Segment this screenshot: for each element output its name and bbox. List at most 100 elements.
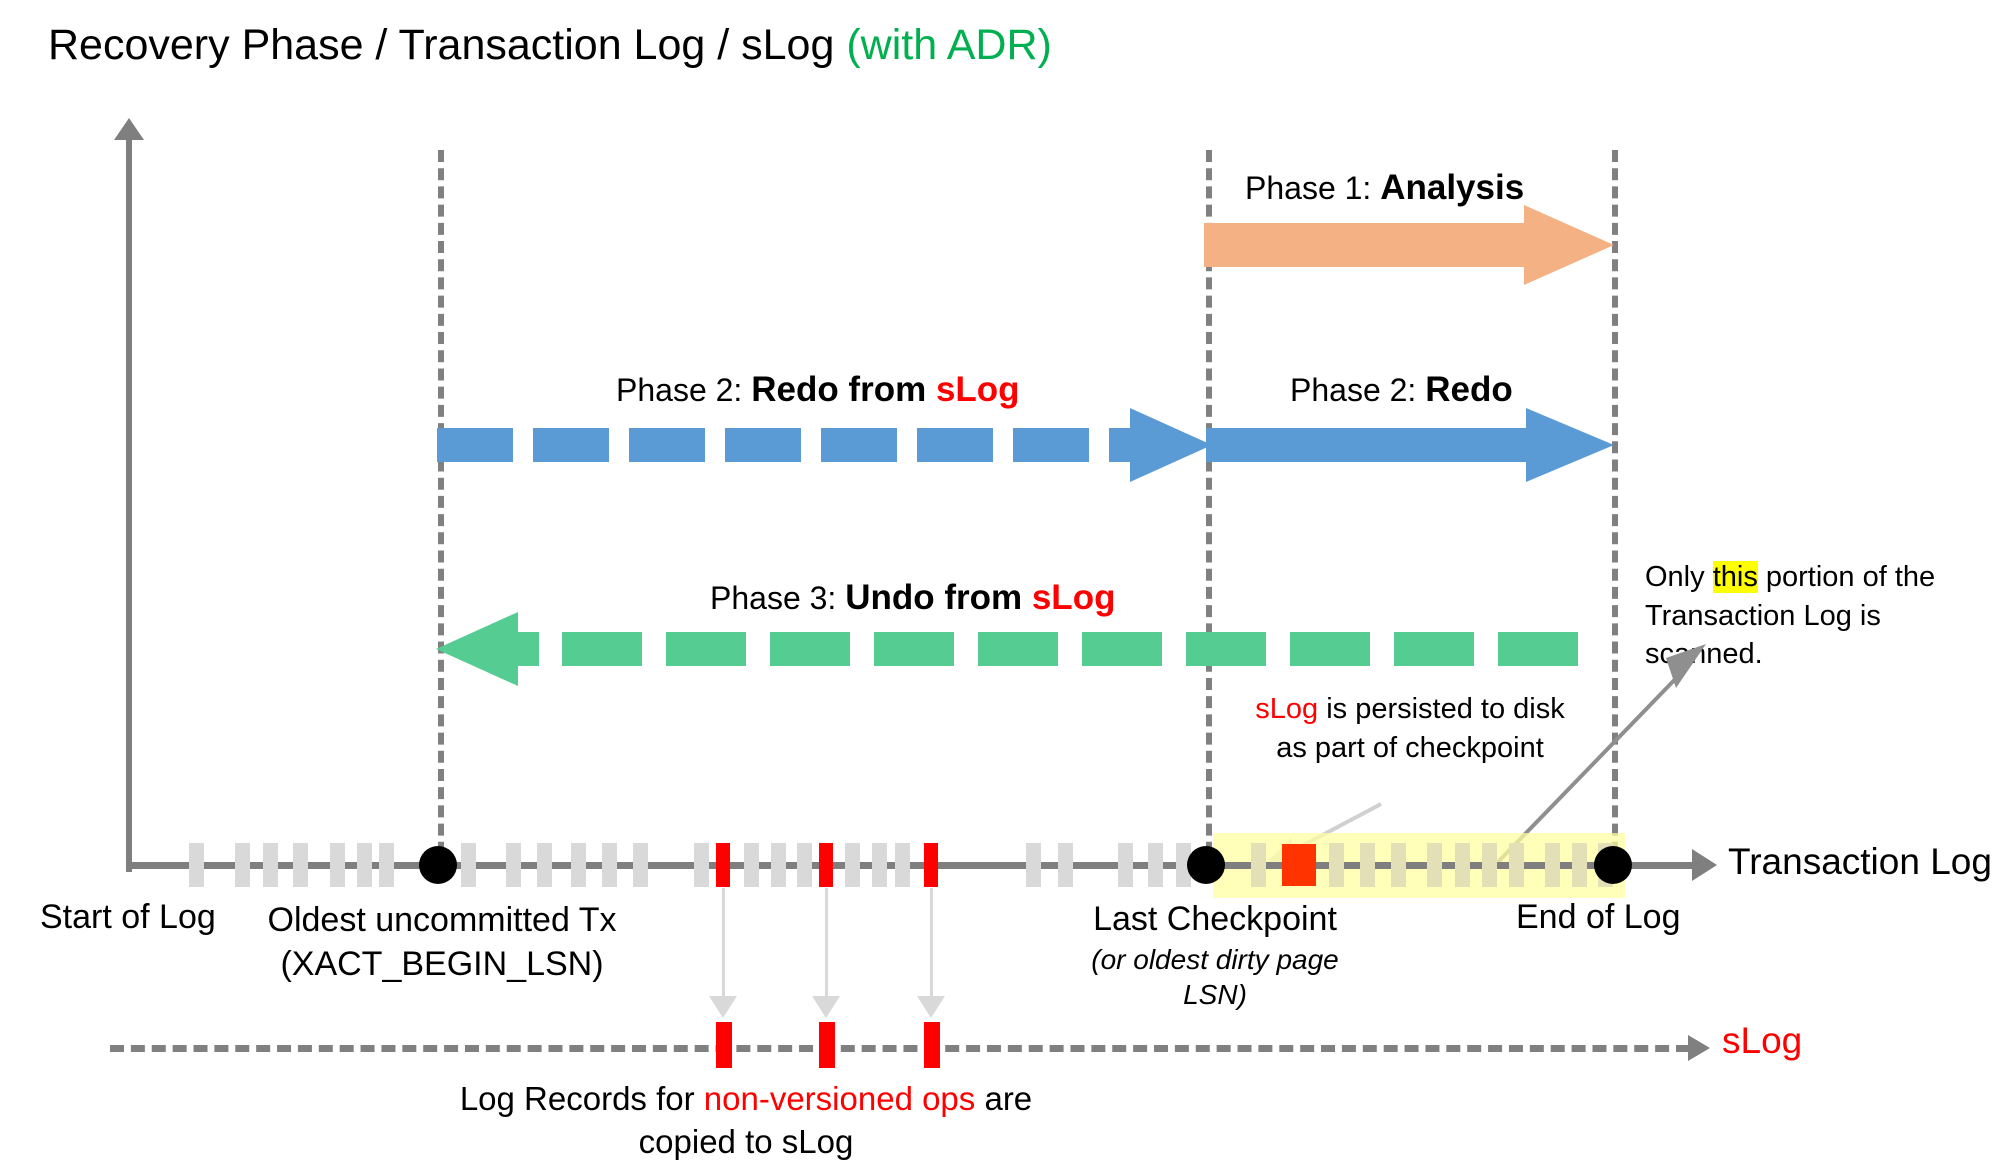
log-record-tick [771, 843, 786, 887]
annotation-scan-post: portion of the Transaction Log is scanne… [1645, 561, 1936, 671]
marker-label-oldest-tx-main: Oldest uncommitted Tx [267, 901, 617, 939]
page-title-main: Recovery Phase / Transaction Log / sLog [48, 21, 847, 69]
phase-2-slog-prefix: Phase 2: [616, 372, 752, 408]
log-record-tick [1509, 843, 1524, 887]
log-record-tick [602, 843, 617, 887]
log-record-tick [1329, 843, 1344, 887]
phase-2-redo-arrow [1206, 408, 1614, 482]
marker-label-oldest-tx: Oldest uncommitted Tx (XACT_BEGIN_LSN) [262, 898, 622, 986]
log-record-tick [1148, 843, 1163, 887]
phase-1-prefix: Phase 1: [1245, 170, 1381, 206]
log-record-tick [461, 843, 476, 887]
slog-axis [110, 1045, 1690, 1052]
slog-caption-accent: non-versioned ops [703, 1080, 976, 1117]
marker-dot-end-of-log [1594, 846, 1632, 884]
phase-3-name: Undo from [845, 578, 1032, 617]
phase-2-slog-label: Phase 2: Redo from sLog [616, 370, 1020, 410]
copy-arrow-head-icon [917, 996, 945, 1018]
phase-2-redo-label: Phase 2: Redo [1290, 370, 1513, 410]
log-record-tick [1026, 843, 1041, 887]
annotation-slog-rest: is persisted to disk as part of checkpoi… [1276, 693, 1565, 764]
phase-3-prefix: Phase 3: [710, 580, 846, 616]
annotation-scan-portion: Only this portion of the Transaction Log… [1645, 558, 1995, 674]
log-record-tick [1427, 843, 1442, 887]
log-record-tick [293, 843, 308, 887]
guideline-oldest-tx [438, 150, 444, 872]
guideline-end-of-log [1612, 150, 1618, 872]
page-title: Recovery Phase / Transaction Log / sLog … [48, 20, 1052, 72]
log-record-tick [1455, 843, 1470, 887]
log-record-tick [263, 843, 278, 887]
page-title-accent: (with ADR) [846, 21, 1052, 69]
log-record-tick [537, 843, 552, 887]
copy-arrow-head-icon [709, 996, 737, 1018]
log-record-tick [235, 843, 250, 887]
phase-2-redo-prefix: Phase 2: [1290, 372, 1426, 408]
slog-arrowhead-icon [1688, 1035, 1710, 1061]
annotation-scan-pre: Only [1645, 561, 1713, 593]
log-record-tick [1118, 843, 1133, 887]
annotation-slog-accent: sLog [1255, 693, 1319, 725]
nonversioned-op-record [819, 843, 833, 887]
slog-caption: Log Records for non-versioned ops are co… [436, 1078, 1056, 1164]
log-record-tick [1176, 843, 1191, 887]
phase-3-undo-from-slog-arrow [436, 612, 1578, 686]
copy-arrow-shaft [930, 888, 933, 1000]
log-record-tick [845, 843, 860, 887]
transaction-log-axis-label: Transaction Log [1728, 841, 1992, 882]
log-record-tick [1058, 843, 1073, 887]
slog-caption-pre: Log Records for [459, 1080, 704, 1117]
leader-arrow-scan-portion [1496, 644, 1706, 864]
slog-record [819, 1022, 835, 1068]
nonversioned-op-record [716, 843, 730, 887]
marker-label-last-checkpoint-sub: (or oldest dirty page LSN) [1091, 943, 1339, 1011]
marker-label-start-of-log: Start of Log [40, 898, 216, 936]
log-record-tick [1251, 843, 1266, 887]
marker-label-oldest-tx-sub: (XACT_BEGIN_LSN) [280, 945, 604, 984]
transaction-log-axis [126, 862, 1696, 869]
marker-label-last-checkpoint-main: Last Checkpoint [1093, 900, 1337, 938]
marker-dot-last-checkpoint [1187, 846, 1225, 884]
slog-record [716, 1022, 732, 1068]
log-record-tick [1572, 843, 1587, 887]
log-record-tick [1545, 843, 1560, 887]
phase-2-slog-accent: sLog [935, 370, 1020, 409]
nonversioned-op-record [924, 843, 938, 887]
log-record-tick [379, 843, 394, 887]
phase-2-redo-name: Redo [1425, 370, 1513, 409]
annotation-scan-highlight: this [1712, 561, 1758, 593]
marker-label-last-checkpoint: Last Checkpoint (or oldest dirty page LS… [1090, 898, 1340, 1013]
phase-1-label: Phase 1: Analysis [1245, 168, 1524, 208]
log-record-tick [797, 843, 812, 887]
copy-arrow-shaft [825, 888, 828, 1000]
log-record-tick [189, 843, 204, 887]
log-record-tick [357, 843, 372, 887]
phase-2-redo-from-slog-arrow [437, 408, 1212, 482]
log-record-tick [633, 843, 648, 887]
transaction-log-arrowhead-icon [1692, 849, 1717, 881]
y-axis-line [126, 132, 132, 872]
annotation-slog-persisted: sLog is persisted to disk as part of che… [1245, 690, 1575, 767]
phase-1-analysis-arrow [1204, 205, 1614, 285]
phase-2-slog-name: Redo from [751, 370, 936, 409]
phase-3-accent: sLog [1031, 578, 1116, 617]
phase-1-name: Analysis [1380, 168, 1525, 207]
copy-arrow-head-icon [812, 996, 840, 1018]
copy-arrow-shaft [722, 888, 725, 1000]
log-record-tick [694, 843, 709, 887]
marker-dot-oldest-tx [419, 846, 457, 884]
log-record-tick [506, 843, 521, 887]
slog-record [924, 1022, 940, 1068]
log-record-tick [1360, 843, 1375, 887]
guideline-last-checkpoint [1206, 150, 1212, 872]
log-record-tick [744, 843, 759, 887]
log-record-tick [330, 843, 345, 887]
phase-3-label: Phase 3: Undo from sLog [710, 578, 1115, 618]
log-record-tick [1391, 843, 1406, 887]
marker-label-end-of-log: End of Log [1516, 898, 1681, 936]
checkpoint-slog-record [1282, 844, 1316, 886]
slog-axis-label: sLog [1722, 1020, 1803, 1061]
log-record-tick [895, 843, 910, 887]
log-record-tick [1482, 843, 1497, 887]
